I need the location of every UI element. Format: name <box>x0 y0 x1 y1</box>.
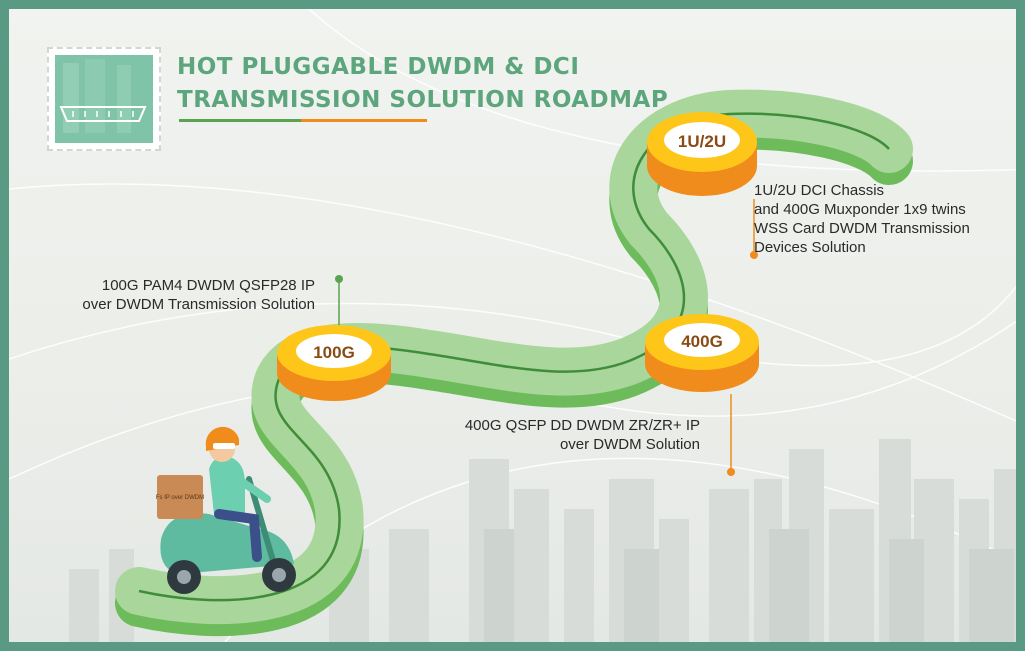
badge-1u2u-label: 1U/2U <box>678 132 726 151</box>
badge-400g-label: 400G <box>681 332 723 351</box>
title-line-1: HOT PLUGGABLE DWDM & DCI <box>177 54 580 80</box>
delivery-box <box>157 475 203 519</box>
description-400g-line-1: 400G QSFP DD DWDM ZR/ZR+ IP <box>464 417 700 434</box>
description-100g-line-2: over DWDM Transmission Solution <box>82 296 315 313</box>
scooter-rider-illustration: Fs IP over DWDM <box>156 426 296 594</box>
delivery-box-label: Fs IP over DWDM <box>156 495 204 501</box>
background-city <box>9 9 1016 642</box>
description-1u2u-line-4: Devices Solution <box>754 239 866 256</box>
badge-100g-label: 100G <box>313 343 355 362</box>
stamp-image <box>47 47 161 151</box>
badge-1u2u: 1U/2U <box>647 112 757 196</box>
title-line-2: TRANSMISSION SOLUTION ROADMAP <box>177 87 669 113</box>
badge-100g: 100G <box>277 325 391 401</box>
title-underline-green <box>179 119 301 122</box>
description-400g: 400G QSFP DD DWDM ZR/ZR+ IP over DWDM So… <box>465 416 700 454</box>
description-1u2u-line-3: WSS Card DWDM Transmission <box>754 220 970 237</box>
connector-400g <box>727 394 735 476</box>
description-1u2u-line-1: 1U/2U DCI Chassis <box>754 182 885 199</box>
connector-1u2u <box>750 199 758 259</box>
description-1u2u-line-2: and 400G Muxponder 1x9 twins <box>754 201 966 218</box>
roadmap-diagram: 100G 400G 1U/2U Fs IP over DW <box>115 89 913 637</box>
description-100g-line-1: 100G PAM4 DWDM QSFP28 IP <box>101 277 315 294</box>
badge-400g: 400G <box>645 314 759 392</box>
description-1u2u: 1U/2U DCI Chassis and 400G Muxponder 1x9… <box>754 181 970 257</box>
title-underline-orange <box>301 119 427 122</box>
page-title: HOT PLUGGABLE DWDM & DCI TRANSMISSION SO… <box>177 51 668 117</box>
description-100g: 100G PAM4 DWDM QSFP28 IP over DWDM Trans… <box>82 276 315 314</box>
description-400g-line-2: over DWDM Solution <box>559 436 700 453</box>
